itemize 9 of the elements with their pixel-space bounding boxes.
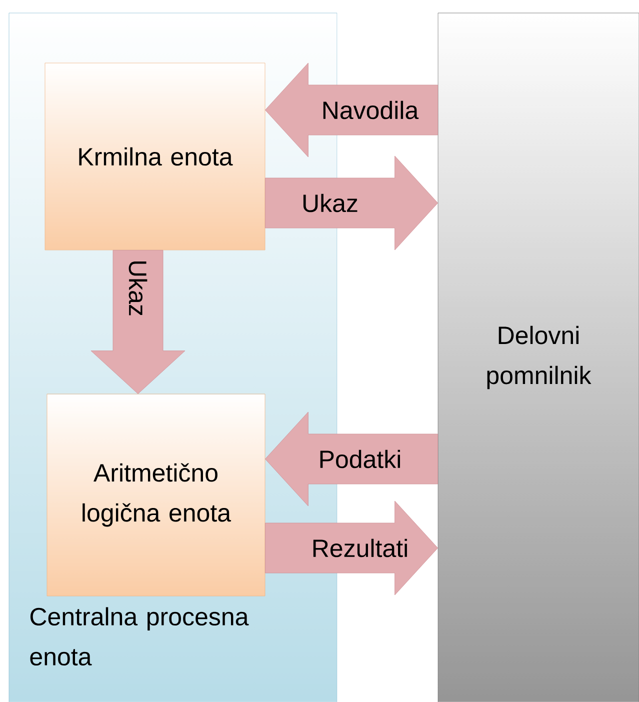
block-arrow [265, 500, 438, 596]
block-arrow [265, 412, 438, 506]
edge-label: Ukaz [128, 261, 148, 316]
unit-box: Aritmetično logična enota [46, 394, 266, 596]
block-arrow [265, 156, 438, 250]
block-arrow [265, 62, 438, 158]
block-arrow [90, 250, 186, 394]
unit-box: Krmilna enota [44, 62, 266, 250]
memory-panel: Delovni pomnilnik [438, 12, 639, 702]
